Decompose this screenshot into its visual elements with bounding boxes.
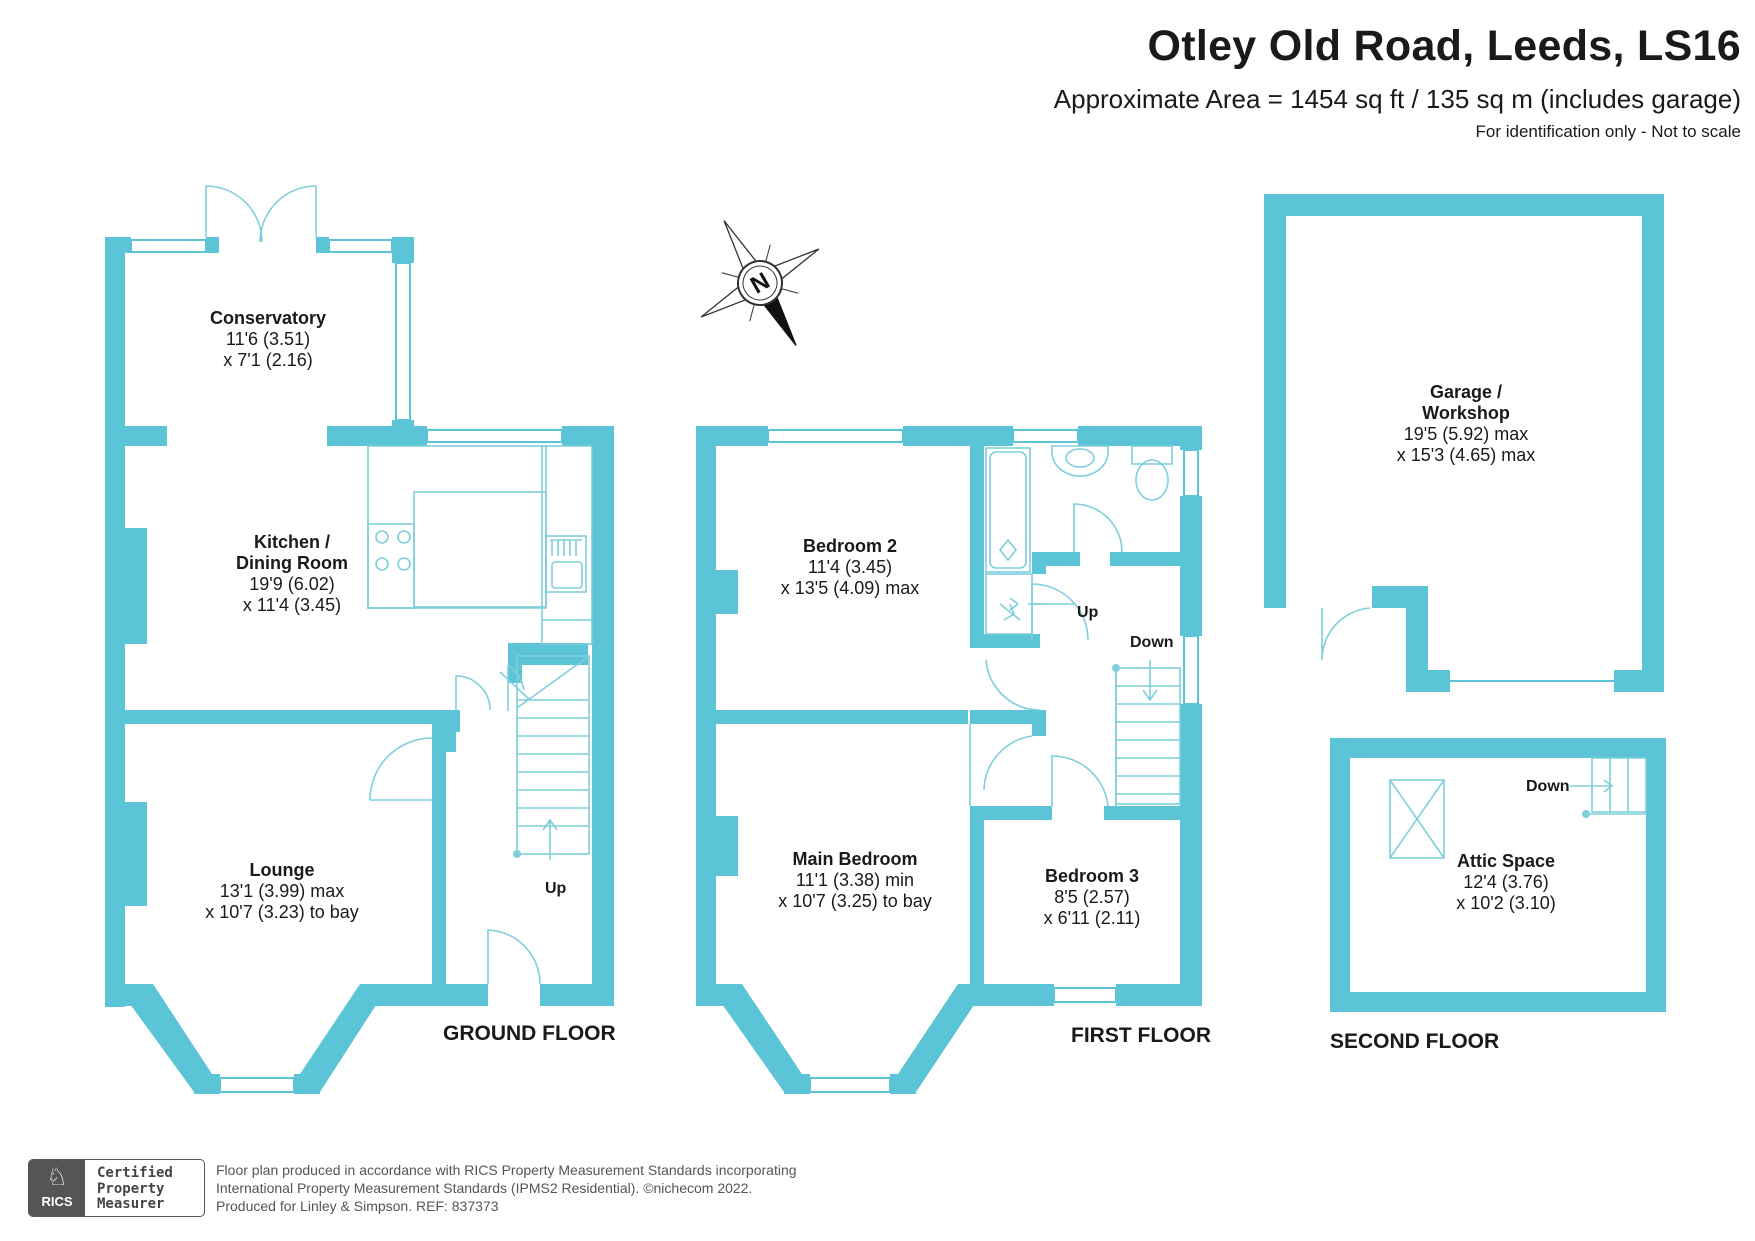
disclaimer-line: Produced for Linley & Simpson. REF: 8373… [216, 1198, 499, 1214]
ground-floor-windows [130, 239, 563, 1093]
rics-logo-text: RICS [41, 1194, 73, 1209]
room-name: Attic Space [1456, 851, 1556, 871]
room-dimension: 12'4 (3.76) [1463, 872, 1549, 892]
room-label-kitchen: Kitchen / Dining Room 19'9 (6.02) x 11'4… [236, 532, 348, 616]
room-dimension: x 6'11 (2.11) [1043, 908, 1141, 928]
room-label-bedroom-3: Bedroom 3 8'5 (2.57) x 6'11 (2.11) [1044, 866, 1141, 929]
room-dimension: 19'9 (6.02) [249, 574, 335, 594]
compass-rose-icon: N [700, 220, 820, 346]
room-dimension: x 7'1 (2.16) [223, 350, 313, 370]
approximate-area: Approximate Area = 1454 sq ft / 135 sq m… [1053, 84, 1741, 114]
room-name: Conservatory [209, 308, 327, 328]
room-dimension: 11'4 (3.45) [807, 557, 893, 577]
room-label-lounge: Lounge 13'1 (3.99) max x 10'7 (3.23) to … [205, 860, 359, 923]
room-name: Bedroom 3 [1044, 866, 1140, 886]
room-name: Dining Room [236, 553, 348, 573]
first-floor-walls [696, 426, 1202, 1094]
room-name: Bedroom 2 [802, 536, 898, 556]
badge-line: Property [97, 1180, 165, 1197]
disclaimer-line: Floor plan produced in accordance with R… [216, 1162, 797, 1178]
room-label-conservatory: Conservatory 11'6 (3.51) x 7'1 (2.16) [210, 308, 326, 371]
page-title: Otley Old Road, Leeds, LS16 [1147, 22, 1741, 70]
room-label-main-bedroom: Main Bedroom 11'1 (3.38) min x 10'7 (3.2… [778, 849, 932, 912]
room-dimension: x 10'7 (3.23) to bay [205, 902, 359, 922]
rics-logo: ♘ RICS [29, 1160, 85, 1216]
room-dimension: x 11'4 (3.45) [242, 595, 342, 615]
floor-label-ground: GROUND FLOOR [443, 1022, 616, 1045]
attic-walls [1330, 738, 1666, 1012]
first-stair-dot [1112, 664, 1120, 672]
room-name: Garage / [1429, 382, 1503, 402]
room-label-garage: Garage / Workshop 19'5 (5.92) max x 15'3… [1397, 382, 1536, 466]
room-dimension: 19'5 (5.92) max [1403, 424, 1529, 444]
floor-label-second: SECOND FLOOR [1330, 1030, 1500, 1053]
room-dimension: 13'1 (3.99) max [219, 881, 345, 901]
room-dimension: 11'1 (3.38) min [795, 870, 915, 890]
footer-disclaimer: Floor plan produced in accordance with R… [216, 1161, 797, 1215]
room-label-bedroom-2: Bedroom 2 11'4 (3.45) x 13'5 (4.09) max [781, 536, 920, 599]
disclaimer-line: International Property Measurement Stand… [216, 1180, 753, 1196]
garage-walls [1264, 194, 1664, 692]
room-name: Kitchen / [253, 532, 331, 552]
rics-certified-badge: ♘ RICS Certified Property Measurer [28, 1159, 205, 1217]
room-label-attic: Attic Space 12'4 (3.76) x 10'2 (3.10) [1456, 851, 1556, 914]
room-dimension: 11'6 (3.51) [225, 329, 311, 349]
attic-stair-dot [1582, 810, 1590, 818]
badge-line: Certified [97, 1165, 173, 1181]
room-name: Lounge [249, 860, 315, 880]
stair-label-ground-up: Up [545, 880, 567, 897]
rics-badge-text: Certified Property Measurer [97, 1165, 173, 1213]
room-dimension: x 13'5 (4.09) max [780, 578, 920, 598]
stair-label-attic-down: Down [1526, 778, 1570, 795]
garage-fixtures [1321, 607, 1614, 682]
room-dimension: x 15'3 (4.65) max [1396, 445, 1536, 465]
stair-label-first-down: Down [1130, 634, 1174, 651]
first-floor-fixtures [969, 445, 1181, 807]
room-dimension: 8'5 (2.57) [1054, 887, 1130, 907]
badge-line: Measurer [97, 1196, 165, 1212]
stair-start-dot [513, 850, 521, 858]
attic-fixtures [1389, 757, 1647, 859]
room-dimension: x 10'7 (3.25) to bay [778, 891, 932, 911]
room-dimension: x 10'2 (3.10) [1456, 893, 1556, 913]
floor-label-first: FIRST FLOOR [1071, 1024, 1211, 1047]
lion-crest-icon: ♘ [46, 1164, 68, 1191]
identification-note: For identification only - Not to scale [1475, 122, 1741, 141]
stair-label-first-up: Up [1077, 604, 1099, 621]
room-name: Main Bedroom [792, 849, 918, 869]
room-name: Workshop [1422, 403, 1510, 423]
ground-floor-fixtures [205, 185, 593, 985]
first-floor-windows [729, 429, 1199, 1093]
